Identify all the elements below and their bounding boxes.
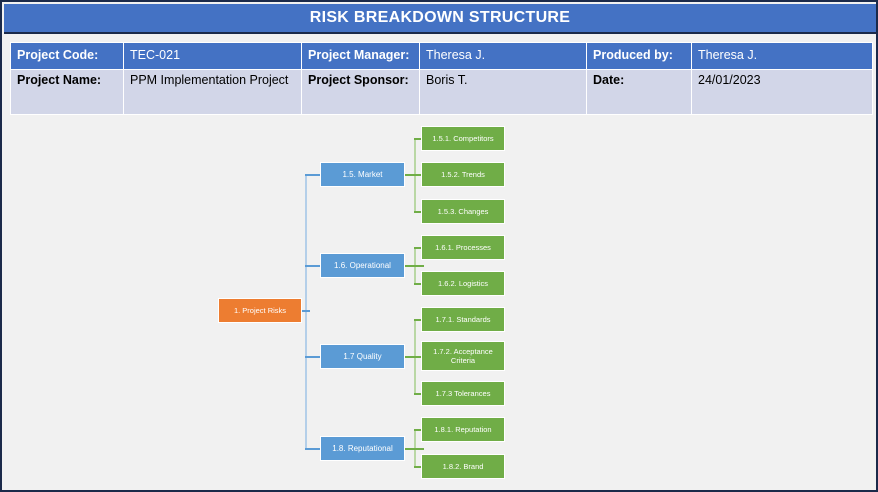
connector-leaf-stub-1-8-2 (414, 466, 424, 468)
connector-branch-stub-1-8 (305, 448, 321, 450)
node-label: 1. Project Risks (233, 305, 287, 315)
label-project-manager: Project Manager: (301, 42, 420, 70)
label-project-name: Project Name: (10, 69, 124, 115)
node-leaf-1-7-2-acceptance-criteria[interactable]: 1.7.2. Acceptance Criteria (421, 341, 505, 371)
node-label: 1.8.2. Brand (442, 461, 484, 471)
node-label: 1.6.2. Logistics (437, 278, 489, 288)
node-leaf-1-8-1-reputation[interactable]: 1.8.1. Reputation (421, 417, 505, 442)
table-row-header: Project Code: TEC-021 Project Manager: T… (10, 42, 873, 70)
value-date: 24/01/2023 (691, 69, 873, 115)
node-label: 1.7.1. Standards (435, 314, 491, 324)
node-leaf-1-7-3-tolerances[interactable]: 1.7.3 Tolerances (421, 381, 505, 406)
node-label: 1.8. Reputational (332, 443, 393, 453)
node-leaf-1-5-1-competitors[interactable]: 1.5.1. Competitors (421, 126, 505, 151)
label-date: Date: (586, 69, 692, 115)
value-project-sponsor: Boris T. (419, 69, 587, 115)
connector-leaf-stub-1-6-1 (414, 247, 424, 249)
node-label: 1.5.3. Changes (437, 206, 489, 216)
connector-branch-stub-1-7 (305, 356, 321, 358)
node-leaf-1-7-1-standards[interactable]: 1.7.1. Standards (421, 307, 505, 332)
page-title: RISK BREAKDOWN STRUCTURE (309, 9, 571, 26)
label-produced-by: Produced by: (586, 42, 692, 70)
node-leaf-1-8-2-brand[interactable]: 1.8.2. Brand (421, 454, 505, 479)
connector-leaf-stub-1-7-1 (414, 319, 424, 321)
node-leaf-1-6-2-logistics[interactable]: 1.6.2. Logistics (421, 271, 505, 296)
connector-leaf-stub-1-7-2 (414, 356, 424, 358)
node-label: 1.5. Market (342, 169, 383, 179)
connector-leaf-stub-1-6-2 (414, 283, 424, 285)
node-leaf-1-5-3-changes[interactable]: 1.5.3. Changes (421, 199, 505, 224)
label-project-code: Project Code: (10, 42, 124, 70)
connector-branch-to-subtrunk-1-8 (405, 448, 424, 450)
node-branch-1-6-operational[interactable]: 1.6. Operational (320, 253, 405, 278)
node-label: 1.7.2. Acceptance Criteria (433, 346, 493, 365)
project-info-table: Project Code: TEC-021 Project Manager: T… (10, 42, 873, 115)
node-label: 1.7 Quality (343, 351, 382, 361)
node-leaf-1-6-1-processes[interactable]: 1.6.1. Processes (421, 235, 505, 260)
connector-root-stub (300, 310, 310, 312)
connector-leaf-stub-1-5-3 (414, 211, 424, 213)
node-label: 1.6.1. Processes (435, 242, 491, 252)
connector-leaf-stub-1-5-2 (414, 174, 424, 176)
node-label: 1.5.2. Trends (441, 169, 485, 179)
value-produced-by: Theresa J. (691, 42, 873, 70)
node-branch-1-8-reputational[interactable]: 1.8. Reputational (320, 436, 405, 461)
table-row-body: Project Name: PPM Implementation Project… (10, 69, 873, 115)
node-branch-1-5-market[interactable]: 1.5. Market (320, 162, 405, 187)
label-project-sponsor: Project Sponsor: (301, 69, 420, 115)
node-leaf-1-5-2-trends[interactable]: 1.5.2. Trends (421, 162, 505, 187)
connector-trunk-main (305, 175, 307, 449)
value-project-code: TEC-021 (123, 42, 302, 70)
value-project-manager: Theresa J. (419, 42, 587, 70)
connector-branch-to-subtrunk-1-6 (405, 265, 424, 267)
node-root-project-risks[interactable]: 1. Project Risks (218, 298, 302, 323)
value-project-name: PPM Implementation Project (123, 69, 302, 115)
node-branch-1-7-quality[interactable]: 1.7 Quality (320, 344, 405, 369)
connector-branch-stub-1-5 (305, 174, 321, 176)
node-label: 1.8.1. Reputation (434, 424, 492, 434)
node-label: 1.6. Operational (334, 260, 391, 270)
connector-leaf-stub-1-7-3 (414, 393, 424, 395)
connector-leaf-stub-1-5-1 (414, 138, 424, 140)
page-title-bar: RISK BREAKDOWN STRUCTURE (4, 4, 876, 34)
risk-breakdown-tree: 1. Project Risks 1.5. Market 1.5.1. Comp… (2, 112, 876, 490)
node-label: 1.7.3 Tolerances (435, 388, 491, 398)
node-label: 1.5.1. Competitors (432, 133, 494, 143)
connector-leaf-stub-1-8-1 (414, 429, 424, 431)
connector-branch-stub-1-6 (305, 265, 321, 267)
